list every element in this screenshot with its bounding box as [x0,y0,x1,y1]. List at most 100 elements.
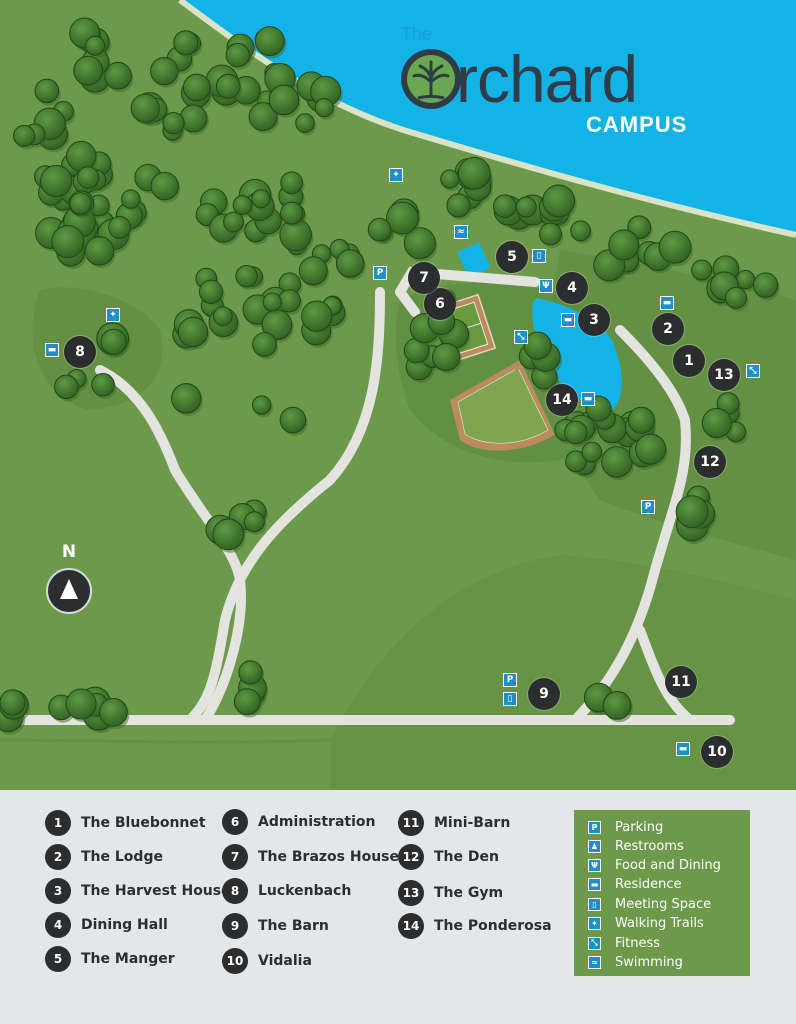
tree-canopy [335,249,365,278]
tree-canopy [248,102,278,132]
legend-item-11[interactable]: 11 Mini-Barn [398,809,510,837]
legend-number: 11 [398,810,424,836]
north-indicator: N [46,542,92,614]
map-pin-12[interactable]: 12 [694,446,726,478]
map-pin-9[interactable]: 9 [528,678,560,710]
legend-item-1[interactable]: 1 The Bluebonnet [45,809,206,837]
tree-canopy [76,166,100,189]
walking-trails-icon: ✦ [389,168,403,182]
fitness-icon: ⤡ [588,936,601,950]
map-pin-7[interactable]: 7 [408,262,440,294]
legend-label: The Brazos House [258,849,400,865]
legend-number: 4 [45,912,71,938]
tree-canopy [215,73,241,99]
tree-canopy [581,441,603,463]
map-pin-5[interactable]: 5 [496,241,528,273]
parking-icon: P [641,500,655,514]
tree-canopy [73,55,104,86]
map-pin-11[interactable]: 11 [665,666,697,698]
tree-canopy [251,395,272,415]
tree-canopy [635,433,667,465]
legend-label: Vidalia [258,953,312,969]
amenity-row-meeting: ▯Meeting Space [588,895,711,913]
tree-canopy [440,169,460,189]
campus-logo: The rchard CAMPUS [398,22,718,142]
legend-item-2[interactable]: 2 The Lodge [45,843,163,871]
logo-word: rchard [456,42,638,116]
map-pin-4[interactable]: 4 [556,272,588,304]
tree-canopy [51,225,85,258]
legend-label: The Manger [81,951,175,967]
parking-icon: P [503,673,517,687]
map-pin-3[interactable]: 3 [578,304,610,336]
fitness-icon: ⤡ [746,364,760,378]
amenity-label: Parking [615,819,664,835]
map-pin-14[interactable]: 14 [546,384,578,416]
tree-logo-icon [401,49,461,109]
amenity-row-trails: ✦Walking Trails [588,914,704,932]
tree-canopy [523,331,552,360]
tree-canopy [171,383,202,414]
map-pin-6[interactable]: 6 [424,288,456,320]
map-pin-10[interactable]: 10 [701,736,733,768]
legend-number: 2 [45,844,71,870]
legend-item-4[interactable]: 4 Dining Hall [45,911,168,939]
amenity-label: Restrooms [615,838,684,854]
tree-canopy [280,171,304,195]
legend-label: Luckenbach [258,883,352,899]
tree-canopy [515,196,537,218]
amenity-row-swimming: ≈Swimming [588,953,683,971]
tree-canopy [198,279,224,304]
tree-canopy [173,30,199,56]
shadow-lines [0,738,331,744]
map-pin-8[interactable]: 8 [64,336,96,368]
tree-canopy [91,373,115,397]
map-pin-1[interactable]: 1 [673,345,705,377]
tree-canopy [724,286,748,309]
tree-canopy [182,73,211,102]
tree-canopy [601,446,633,478]
legend-number: 13 [398,880,424,906]
lower-field [330,555,796,790]
tree-canopy [457,156,491,190]
tree-canopy [13,124,36,148]
legend-label: Dining Hall [81,917,168,933]
legend-label: The Lodge [81,849,163,865]
tree-canopy [658,230,692,264]
map-pin-13[interactable]: 13 [708,359,740,391]
legend-label: The Gym [434,885,504,901]
legend-label: The Bluebonnet [81,815,206,831]
tree-canopy [752,272,779,298]
legend-number: 1 [45,810,71,836]
tree-canopy [280,201,304,225]
tree-canopy [701,407,732,439]
meeting-space-icon: ▯ [503,692,517,706]
tree-canopy [233,688,261,716]
meeting-space-icon: ▯ [588,897,601,911]
tree-canopy [564,420,588,445]
tree-canopy [232,195,253,215]
map-pin-2[interactable]: 2 [652,313,684,345]
legend-item-13[interactable]: 13 The Gym [398,879,503,907]
legend-label: Mini-Barn [434,815,511,831]
tree-canopy [675,495,709,529]
residence-icon: ▬ [660,296,674,310]
baseball-field [450,360,555,451]
fitness-icon: ⤡ [514,330,528,344]
legend-label: The Harvest House [81,883,231,899]
tree-canopy [298,256,328,286]
tree-canopy [65,140,97,172]
logo-prefix: The [401,24,433,44]
amenity-label: Swimming [615,954,683,970]
tree-canopy [252,332,277,357]
